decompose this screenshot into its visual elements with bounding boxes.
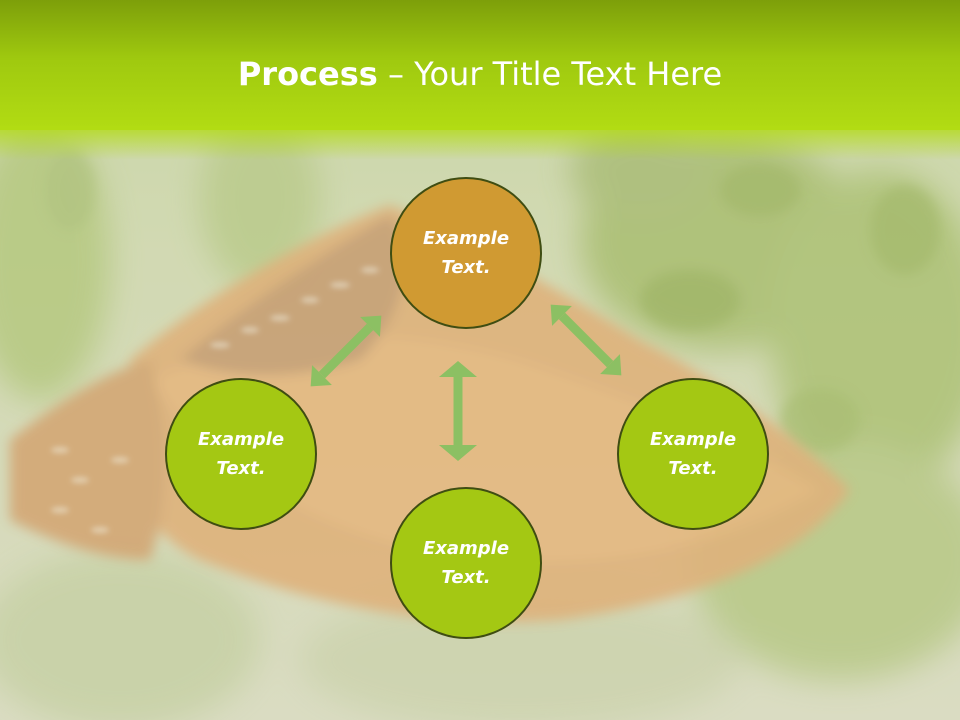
arrow-top-right [550, 304, 622, 376]
title-band-fade [0, 126, 960, 160]
title-band [0, 0, 960, 130]
node-bottom: Example Text. [390, 487, 542, 639]
arrow-left-top [310, 315, 382, 387]
node-top-label: Example Text. [422, 228, 510, 278]
node-left-label: Example Text. [197, 429, 285, 479]
node-left: Example Text. [165, 378, 317, 530]
node-top: Example Text. [390, 177, 542, 329]
node-bottom-label: Example Text. [422, 538, 510, 588]
node-right-label: Example Text. [649, 429, 737, 479]
arrow-vertical [439, 361, 477, 461]
node-right: Example Text. [617, 378, 769, 530]
title-bold: Process [237, 55, 378, 93]
slide-title: Process – Your Title Text Here [0, 52, 960, 96]
title-rest: – Your Title Text Here [377, 55, 723, 93]
